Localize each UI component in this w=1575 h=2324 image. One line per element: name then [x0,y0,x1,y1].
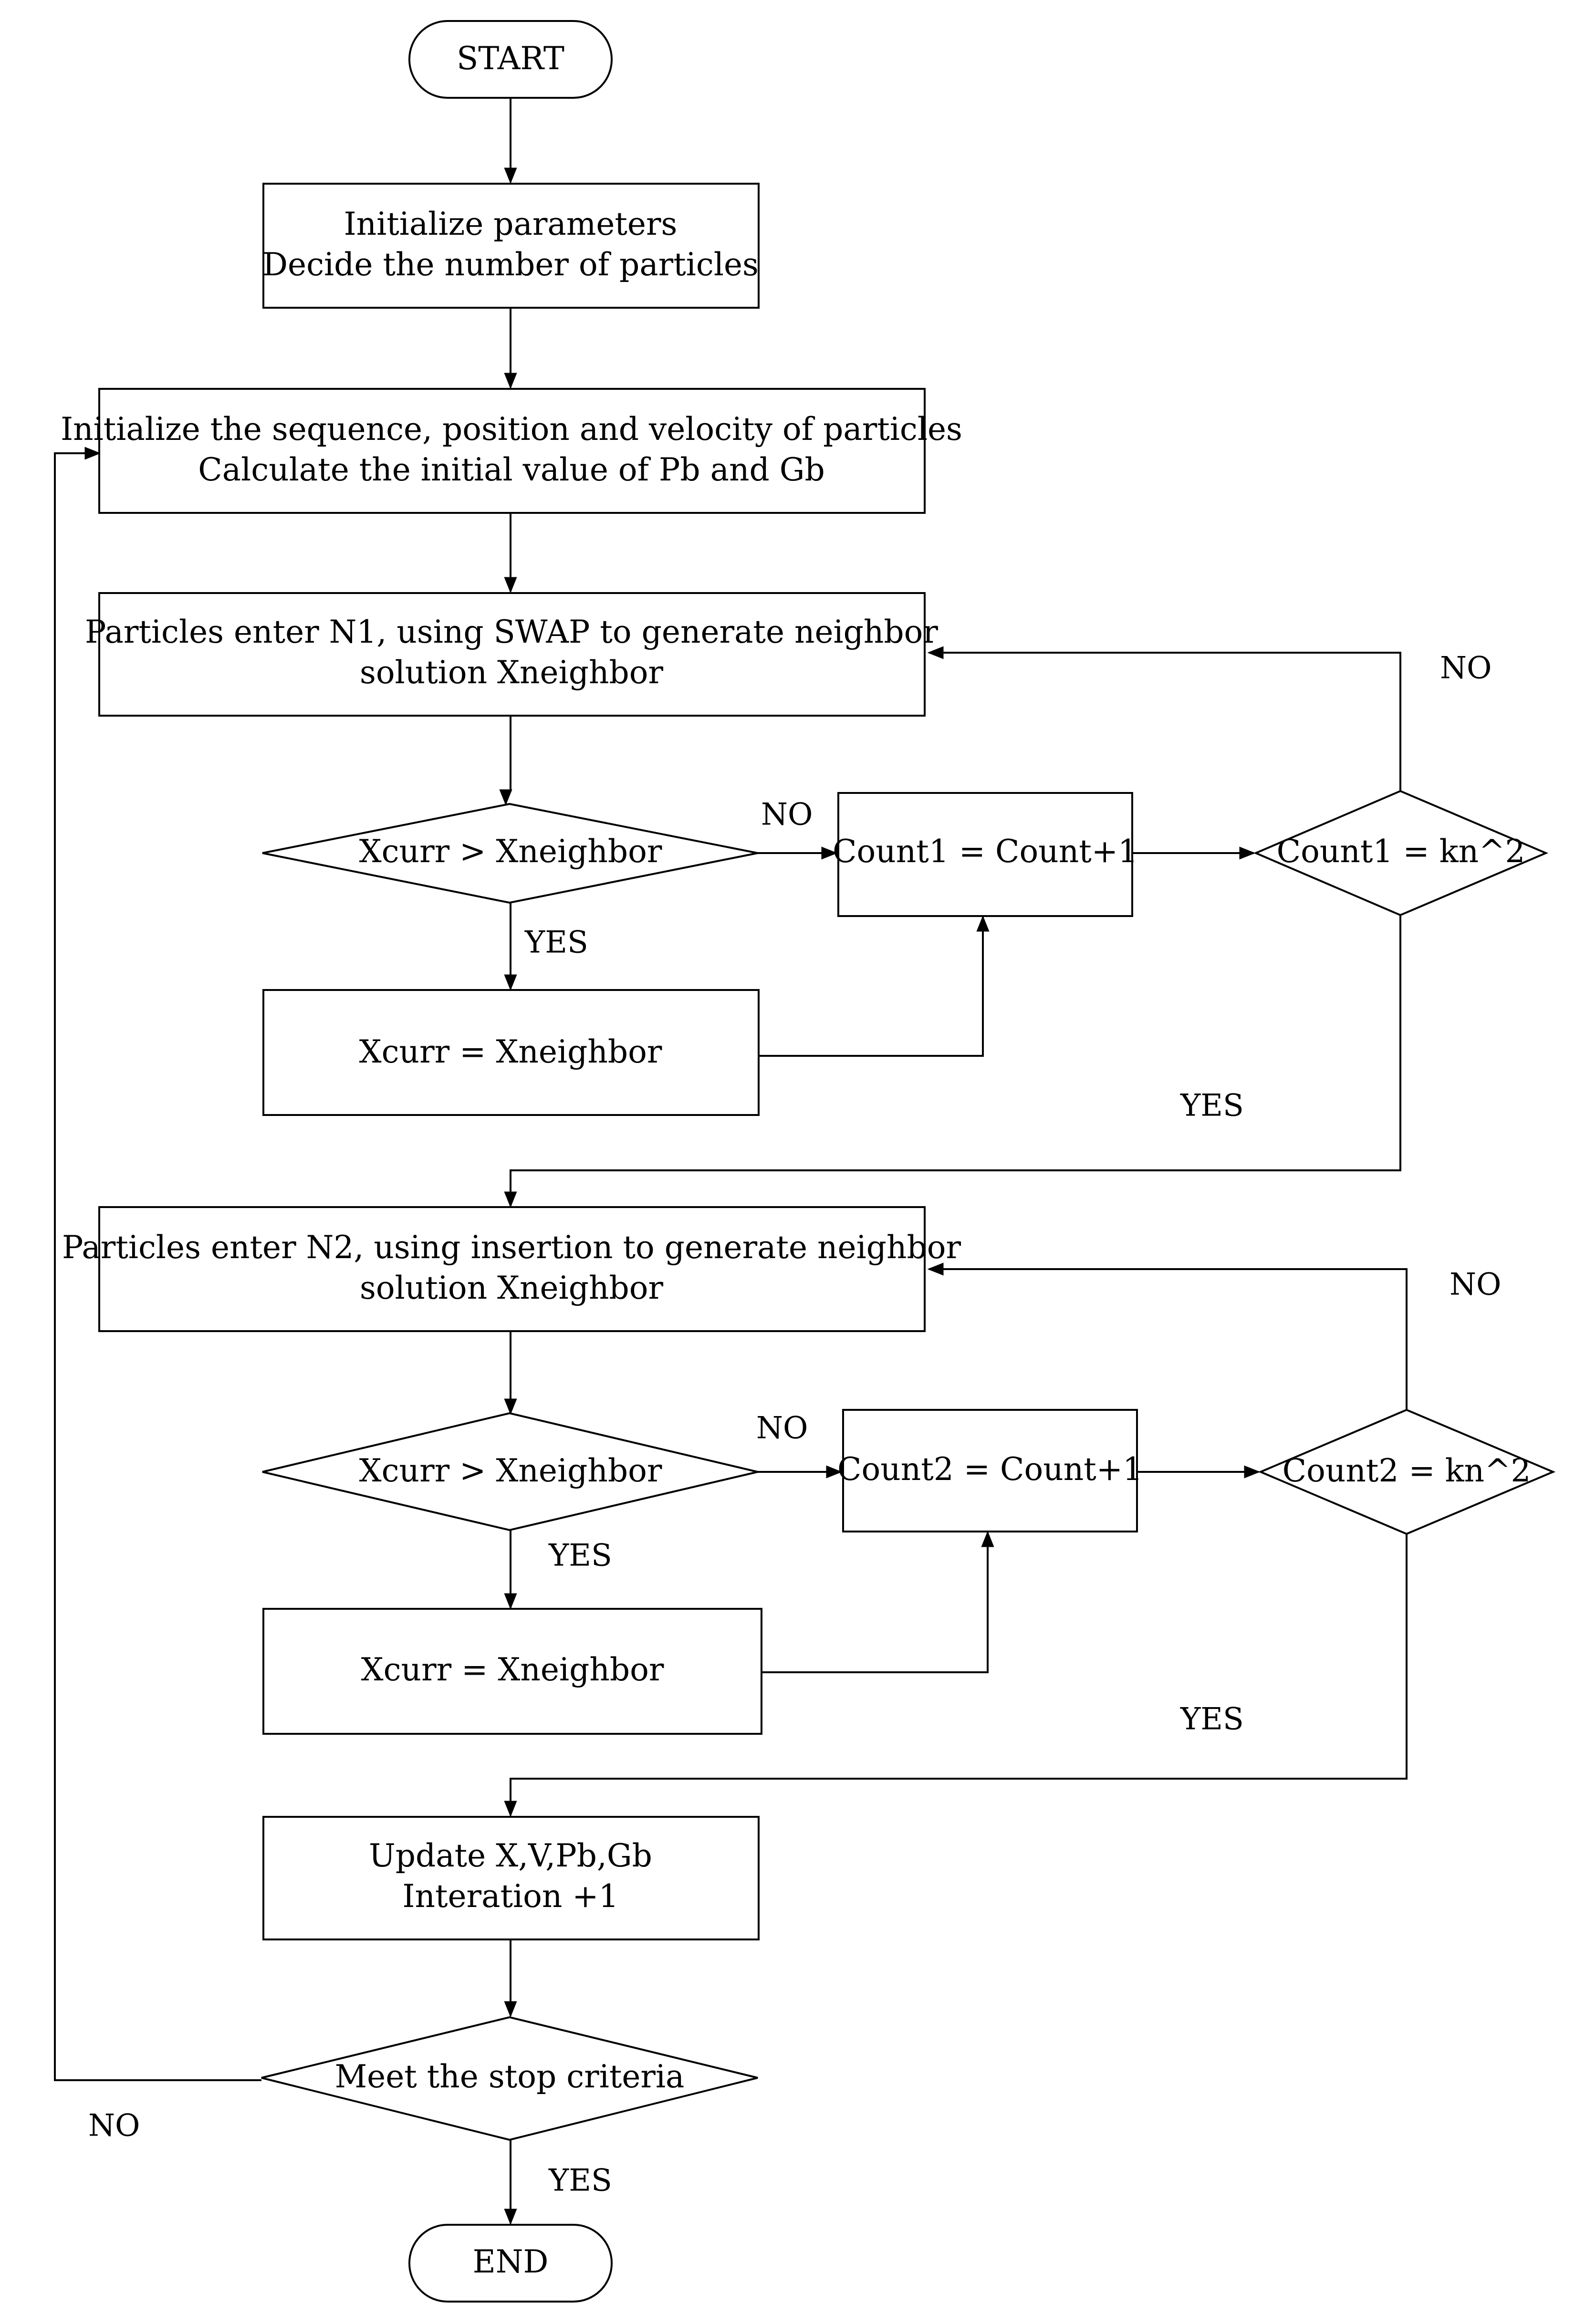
edge-label-n2-compare-no: NO [756,1411,808,1446]
n1-compare-diamond [262,802,758,904]
edge-label-n1-compare-no: NO [761,797,813,833]
edge-label-n1-check-no: NO [1440,651,1492,686]
start-label: START [457,40,564,77]
init-params-label-line2: Decide the number of particles [262,246,759,283]
n1-assign-label: Xcurr = Xneighbor [359,1033,662,1070]
edge-label-stop-no: NO [88,2108,140,2144]
n2-enter-label-line2: solution Xneighbor [360,1270,663,1306]
n2-compare-diamond [262,1412,758,1532]
edge-n2-check-yes [504,1534,1408,1817]
update-label-line2: Interation +1 [402,1878,618,1915]
update-box [262,1816,760,1940]
n2-enter-box [98,1206,926,1332]
edge-label-n2-check-yes: YES [1180,1702,1244,1737]
stop-criteria-diamond [261,2016,758,2141]
shapes [98,20,1556,2303]
stop-criteria-label: Meet the stop criteria [335,2058,685,2095]
edge-label-n2-check-no: NO [1450,1267,1501,1303]
edge-label-n1-check-yes: YES [1180,1088,1244,1124]
n1-count-box [837,792,1133,917]
edge-labels: NO YES NO YES NO YES NO YES NO YES [88,651,1501,2199]
end-label: END [473,2243,549,2280]
n2-check-diamond [1258,1408,1556,1535]
node-labels: START Initialize parameters Decide the n… [61,40,1531,2280]
update-label-line1: Update X,V,Pb,Gb [369,1837,652,1874]
edge-n2-check-no [927,1262,1408,1410]
init-sequence-box [98,388,926,514]
edge-n1-assign-to-count [759,915,990,1057]
edge-label-n2-compare-yes: YES [548,1538,612,1574]
n1-enter-label-line1: Particles enter N1, using SWAP to genera… [85,614,938,650]
edge-n1-check-no [927,646,1401,791]
n2-assign-box [262,1608,762,1735]
n1-check-label: Count1 = kn^2 [1277,833,1525,870]
edge-n1-check-yes [504,915,1401,1208]
n1-assign-box [262,989,760,1116]
edge-n2-assign-to-count [761,1531,994,1673]
n2-count-label: Count2 = Count+1 [837,1451,1143,1488]
n2-check-label: Count2 = kn^2 [1283,1452,1531,1489]
n1-enter-label-line2: solution Xneighbor [360,654,663,691]
edge-label-stop-yes: YES [548,2163,612,2199]
n2-assign-label: Xcurr = Xneighbor [361,1651,664,1688]
n1-check-diamond [1253,790,1549,917]
n1-compare-label: Xcurr > Xneighbor [359,833,662,870]
end-terminal [408,2224,613,2303]
edge-stop-no [54,447,261,2081]
connectors [54,98,1408,2225]
n1-count-label: Count1 = Count+1 [833,833,1138,870]
init-params-box [262,183,760,309]
edge-label-n1-compare-yes: YES [524,925,588,960]
n1-enter-box [98,592,926,717]
n2-count-box [842,1409,1138,1532]
init-sequence-label-line2: Calculate the initial value of Pb and Gb [198,451,824,488]
edge-n1-enter-to-compare [499,716,512,806]
start-terminal [408,20,613,99]
n2-compare-label: Xcurr > Xneighbor [359,1452,662,1489]
init-params-label-line1: Initialize parameters [344,206,678,242]
n2-enter-label-line1: Particles enter N2, using insertion to g… [62,1229,961,1266]
init-sequence-label-line1: Initialize the sequence, position and ve… [61,411,962,448]
